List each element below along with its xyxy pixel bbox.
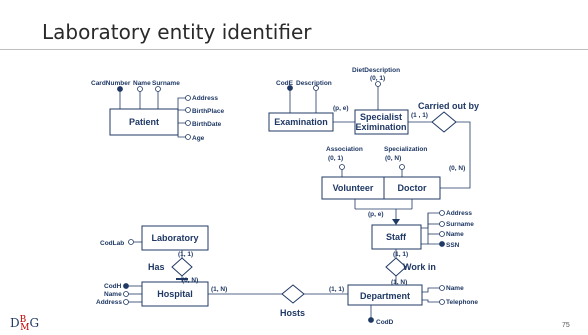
- card-spec-carried: (1 , 1): [411, 112, 428, 119]
- generalization-arrow: [392, 219, 400, 225]
- attr-dept-name: Name: [446, 285, 464, 292]
- attr-dot-birthdate: [185, 120, 191, 126]
- attr-staff-address: Address: [446, 210, 472, 217]
- page-number: 75: [562, 322, 570, 329]
- entity-staff-box: [371, 224, 422, 250]
- attr-dot-codlab: [128, 239, 134, 245]
- entity-staff: Staff: [386, 232, 407, 242]
- entity-patient: Patient: [129, 117, 159, 127]
- attr-staff-name: Name: [446, 231, 464, 238]
- attr-dot-address: [185, 95, 191, 101]
- attr-dot-staff-surname: [439, 221, 445, 227]
- entity-hospital-box: [141, 281, 209, 307]
- entity-examination-box: [268, 112, 334, 132]
- rel-work-in: Work in: [403, 262, 436, 272]
- entity-laboratory: Laboratory: [151, 233, 198, 243]
- attr-dot-specialization: [399, 164, 405, 170]
- rel-work-in-diamond: [385, 257, 407, 277]
- attr-dot-association: [339, 164, 345, 170]
- attr-staff-surname: Surname: [446, 221, 474, 228]
- attr-dot-hospital-address: [123, 299, 129, 305]
- attr-codlab: CodLab: [100, 240, 124, 247]
- attr-dot-birthplace: [185, 107, 191, 113]
- slide-title: Laboratory entity identifier: [42, 20, 312, 44]
- attr-dot-codh: [123, 283, 129, 289]
- entity-specialist-box: [354, 109, 409, 135]
- card-hosp-has: (0, N): [182, 277, 198, 284]
- entity-examination: Examination: [274, 117, 328, 127]
- attr-dot-surname: [155, 86, 161, 92]
- attr-surname: Surname: [152, 80, 180, 87]
- entity-doctor-box: [383, 176, 441, 200]
- card-dept-hosts: (1, 1): [329, 286, 344, 293]
- attr-dot-telephone: [439, 299, 445, 305]
- entity-hospital: Hospital: [157, 289, 193, 299]
- attr-description: Description: [296, 80, 332, 87]
- entity-specialist-line2: Eximination: [355, 122, 406, 132]
- entity-department-box: [347, 284, 423, 306]
- attr-association: Association: [326, 146, 363, 153]
- attr-name: Name: [133, 80, 151, 87]
- attr-address: Address: [192, 95, 218, 102]
- card-diet: (0, 1): [370, 75, 385, 82]
- attr-dot-name: [137, 86, 143, 92]
- attr-dot-staff-name: [439, 231, 445, 237]
- attr-dot-staff-address: [439, 210, 445, 216]
- attr-codd: CodD: [376, 319, 394, 326]
- card-specialization: (0, N): [385, 155, 401, 162]
- attr-hospital-name: Name: [104, 291, 122, 298]
- card-carried-doctor: (0, N): [449, 165, 465, 172]
- rel-hosts-diamond: [281, 284, 305, 304]
- attr-dot-hospital-name: [123, 291, 129, 297]
- entity-patient-box: [109, 108, 179, 136]
- card-staff-workin: (1, 1): [393, 251, 408, 258]
- attr-dot-code: [287, 85, 293, 91]
- card-exam-pe: (p, e): [333, 105, 349, 112]
- entity-volunteer: Volunteer: [333, 183, 374, 193]
- card-lab-has: (1, 1): [178, 251, 193, 258]
- rel-has: Has: [148, 262, 165, 272]
- title-bar: Laboratory entity identifier: [0, 0, 588, 50]
- attr-dot-description: [313, 85, 319, 91]
- entity-laboratory-box: [141, 225, 209, 251]
- card-hosp-hosts: (1, N): [211, 286, 227, 293]
- attr-ssn: SSN: [446, 242, 460, 249]
- rel-carried-out-by-diamond: [431, 111, 457, 133]
- entity-doctor: Doctor: [398, 183, 427, 193]
- attr-birthplace: BirthPlace: [192, 108, 225, 115]
- dbmg-logo: DBMG: [10, 315, 40, 333]
- attr-telephone: Telephone: [446, 299, 478, 306]
- attr-age: Age: [192, 135, 205, 142]
- attr-dot-ssn: [439, 241, 445, 247]
- attr-hospital-address: Address: [96, 299, 122, 306]
- attr-codh: CodH: [104, 283, 122, 290]
- attr-birthdate: BirthDate: [192, 121, 222, 128]
- attr-specialization: Specialization: [384, 146, 427, 153]
- rel-hosts: Hosts: [280, 308, 305, 318]
- card-association: (0, 1): [328, 155, 343, 162]
- attr-dot-dietdescription: [375, 81, 381, 87]
- attr-dot-dept-name: [439, 285, 445, 291]
- entity-specialist-line1: Specialist: [360, 112, 402, 122]
- entity-department: Department: [360, 291, 410, 301]
- rel-carried-out-by: Carried out by: [418, 101, 479, 111]
- attr-dietdescription: DietDescription: [352, 67, 400, 74]
- attr-cardnumber: CardNumber: [91, 80, 131, 87]
- title-divider: [0, 49, 588, 50]
- card-staff-pe: (p, e): [368, 211, 384, 218]
- card-dept-workin: (1, N): [391, 279, 407, 286]
- attr-dot-cardnumber: [117, 86, 123, 92]
- attr-dot-codd: [368, 317, 374, 323]
- attr-code: CodE: [276, 80, 294, 87]
- attr-dot-age: [185, 134, 191, 140]
- rel-has-diamond: [171, 257, 193, 277]
